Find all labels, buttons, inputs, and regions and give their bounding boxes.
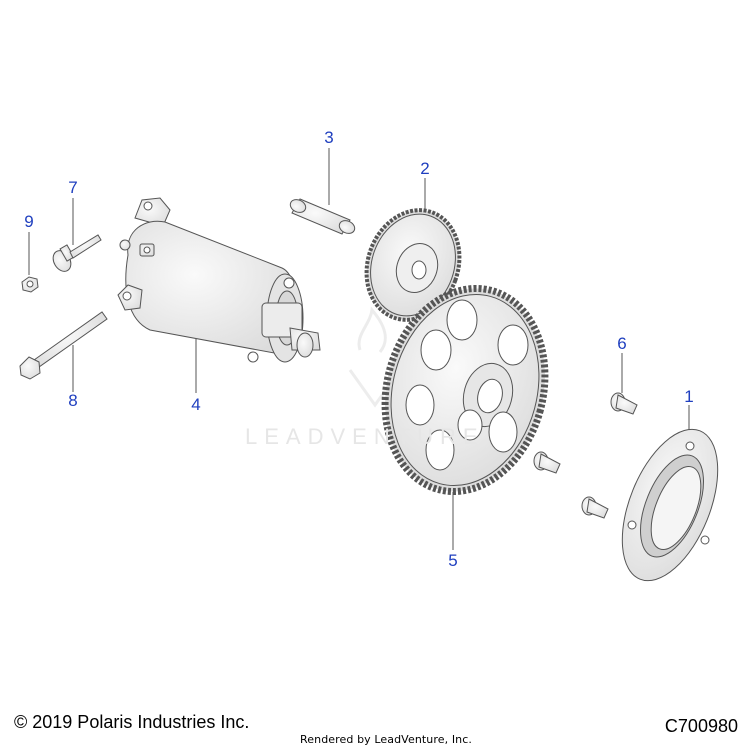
one-way-clutch-part: [621, 428, 719, 582]
leadventure-watermark: LEADVENTURE: [245, 424, 485, 449]
ring-gear-part: [381, 284, 549, 496]
callout-3: 3: [324, 128, 334, 147]
pin-part: [289, 198, 356, 235]
callout-8: 8: [68, 391, 78, 410]
callout-2: 2: [420, 159, 430, 178]
callout-7: 7: [68, 178, 78, 197]
rendered-by-credit: Rendered by LeadVenture, Inc.: [300, 733, 472, 746]
leader-lines: [28, 148, 690, 550]
callout-1: 1: [684, 387, 694, 406]
idler-gear-part: [364, 208, 462, 322]
starter-motor-part: [117, 197, 321, 363]
long-bolt-part: [19, 311, 108, 380]
callout-9: 9: [24, 212, 34, 231]
nut-part: [21, 276, 39, 293]
callout-4: 4: [191, 395, 201, 414]
flange-bolt-part: [52, 234, 102, 272]
callout-6: 6: [617, 334, 627, 353]
figure-id: C700980: [664, 716, 738, 736]
copyright-notice: © 2019 Polaris Industries Inc.: [14, 712, 250, 732]
callout-5: 5: [448, 551, 458, 570]
small-bolt-part: [533, 392, 638, 519]
